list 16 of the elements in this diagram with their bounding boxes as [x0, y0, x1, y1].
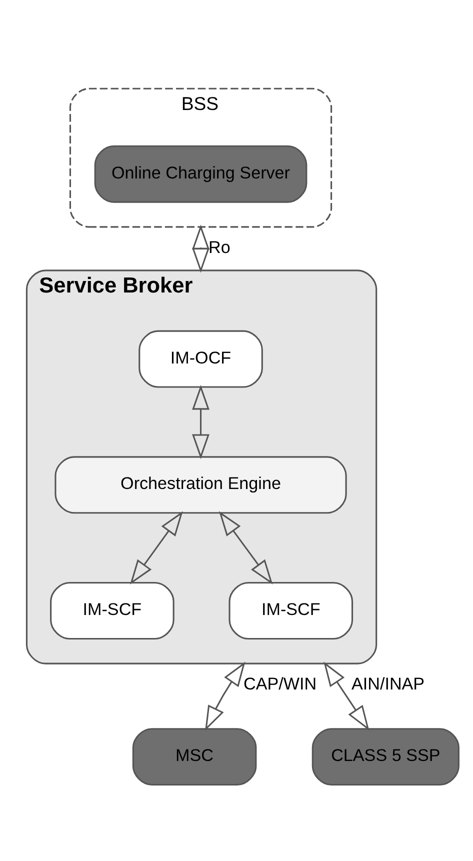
arrow	[218, 511, 273, 584]
node-box: IM-OCF	[138, 330, 263, 388]
node-box: IM-SCF	[228, 582, 354, 640]
node-box: IM-SCF	[50, 582, 174, 640]
edge-label: Ro	[208, 238, 230, 258]
arrow	[205, 662, 246, 731]
arrow	[192, 384, 210, 460]
edge-label: AIN/INAP	[351, 674, 425, 694]
node-box: CLASS 5 SSP	[312, 728, 460, 786]
arrow	[324, 662, 370, 730]
arrow	[130, 511, 183, 585]
edge-label: CAP/WIN	[244, 674, 317, 694]
node-box: MSC	[132, 728, 257, 786]
node-box: Online Charging Server	[94, 145, 308, 203]
arrow	[192, 224, 210, 273]
node-box: Orchestration Engine	[54, 456, 347, 514]
